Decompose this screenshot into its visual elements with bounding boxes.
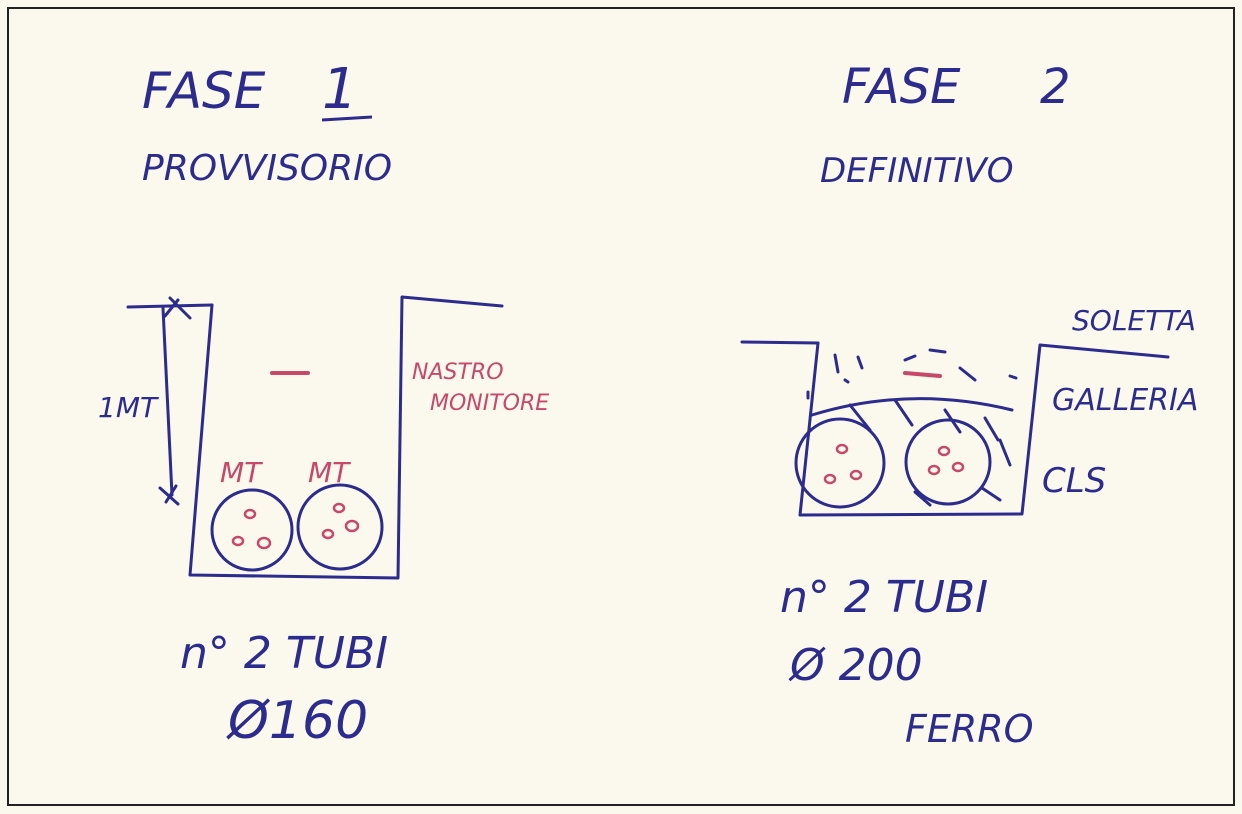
phase1-pipe-left [210,488,294,572]
phase2-label-concrete: CLS [1042,461,1106,501]
phase2-cable-c [849,469,863,481]
phase2-pipes-material: FERRO [905,707,1034,751]
phase2-number: 2 [1040,59,1071,115]
phase2-subtitle: DEFINITIVO [820,151,1014,191]
phase1-cable-d [332,502,346,514]
phase1-tape-label-line2: MONITORE [430,391,549,416]
phase2-label-tunnel: GALLERIA [1052,383,1198,418]
phase1-number-underline [321,115,373,122]
phase1-cable-a [243,508,257,520]
phase1-pipes-count: n° 2 TUBI [180,628,388,679]
phase1-depth-tick-bottom [158,484,180,506]
phase2-pipe-left [794,417,886,509]
phase1-subtitle: PROVVISORIO [142,148,392,189]
phase2-hatching [806,390,1012,507]
phase1-title: FASE [142,62,266,120]
phase2-title: FASE [842,59,961,115]
phase1-depth-tick-top [163,296,192,320]
phase2-slab-dashes [833,348,1018,384]
phase2-warning-tape [903,371,942,378]
phase1-cable-b [231,535,245,547]
phase2-ground-left [740,340,820,345]
phase2-cable-f [951,461,965,473]
phase1-depth-arrow [161,306,174,497]
phase2-pipes-count: n° 2 TUBI [780,572,988,623]
phase2-cable-d [937,445,951,457]
phase1-ground-left [126,303,214,309]
phase1-pipe-right [296,483,384,571]
phase1-tape-label-line1: NASTRO [412,360,504,385]
phase2-label-slab: SOLETTA [1072,304,1196,337]
phase1-cable-label-right: MT [308,456,351,489]
phase2-pipes-diameter: Ø 200 [788,640,923,691]
phase2-cable-a [835,443,849,455]
phase1-cable-f [344,519,360,533]
phase1-cable-c [256,536,272,550]
phase2-cable-e [927,464,941,476]
phase1-trench-walls [188,295,504,580]
phase1-number: 1 [322,57,358,122]
phase1-cable-label-left: MT [220,456,263,489]
phase2-pipe-right [904,418,992,506]
phase2-concrete-top [810,397,1014,417]
sheet-border [7,7,1235,806]
phase2-trench-walls [798,341,1170,517]
phase1-depth-label: 1MT [98,391,159,424]
phase2-cable-b [823,473,837,485]
phase1-pipes-diameter: Ø160 [226,691,368,751]
phase1-cable-e [321,528,335,540]
